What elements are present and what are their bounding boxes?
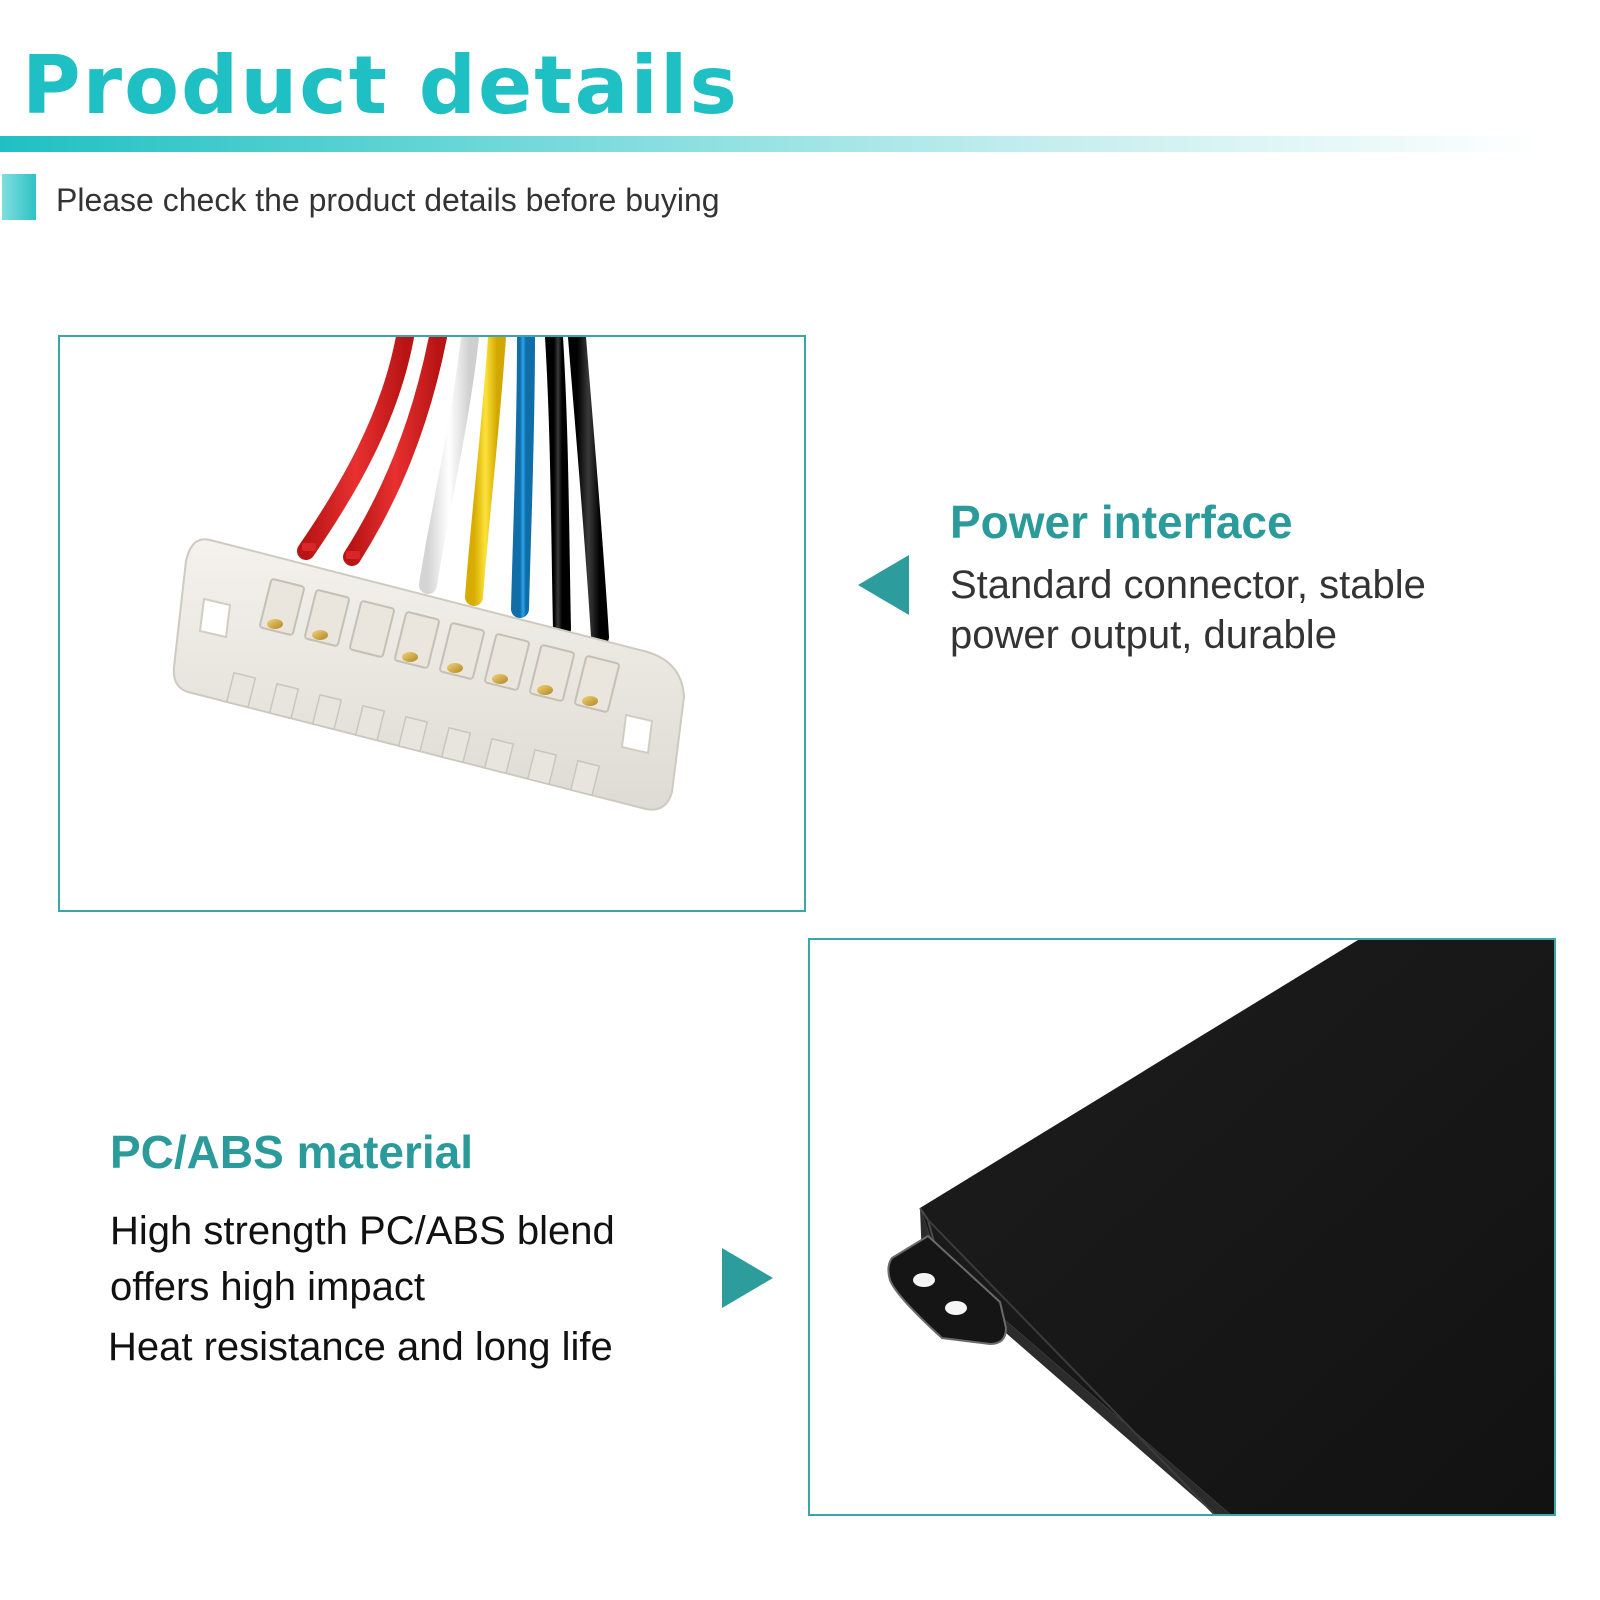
title-underline-bar bbox=[0, 136, 1540, 152]
page-subtitle: Please check the product details before … bbox=[56, 182, 720, 218]
material-desc-line: Heat resistance and long life bbox=[108, 1325, 613, 1369]
pointer-right-arrow-icon bbox=[722, 1248, 773, 1308]
connector-image-panel bbox=[58, 335, 806, 912]
connector-illustration bbox=[172, 337, 686, 811]
material-desc-line: offers high impact bbox=[110, 1265, 425, 1309]
page-title: Product details bbox=[22, 39, 739, 132]
power-interface-desc-line: power output, durable bbox=[950, 613, 1337, 657]
connector-housing bbox=[172, 538, 686, 811]
mounting-tab bbox=[887, 1234, 1008, 1346]
material-title: PC/ABS material bbox=[110, 1126, 474, 1178]
power-interface-desc-line: Standard connector, stable bbox=[950, 563, 1426, 607]
material-desc-line: High strength PC/ABS blend bbox=[110, 1209, 615, 1253]
battery-image-panel bbox=[808, 938, 1556, 1516]
subtitle-marker bbox=[2, 174, 36, 220]
wire-bundle bbox=[297, 337, 609, 646]
pointer-left-arrow-icon bbox=[858, 555, 909, 615]
power-interface-title: Power interface bbox=[950, 496, 1293, 548]
battery-corner-illustration bbox=[887, 940, 1554, 1514]
